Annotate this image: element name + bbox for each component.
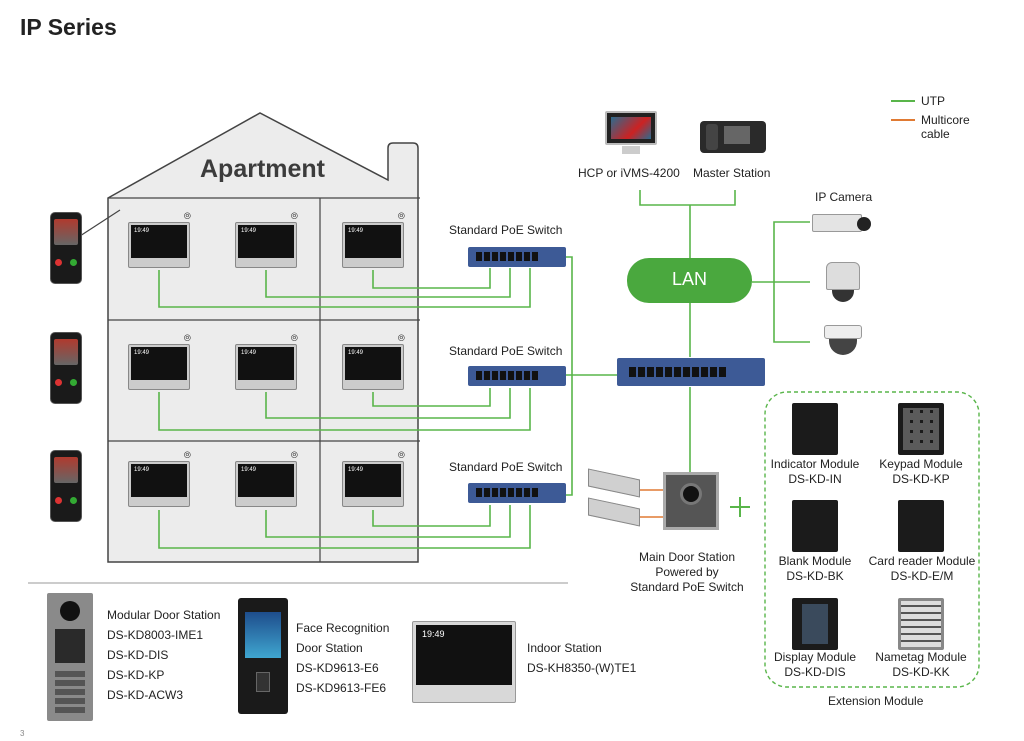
wifi-icon: ⦾ xyxy=(397,450,405,460)
pc-stand xyxy=(622,146,640,154)
ip-camera-label: IP Camera xyxy=(815,190,873,204)
legend-utp-line xyxy=(891,100,915,102)
switch-label-bot: Standard PoE Switch xyxy=(449,460,563,474)
poe-switch-top xyxy=(468,247,566,267)
monitor-screen: 19:49 xyxy=(238,347,294,380)
multicore-wires xyxy=(640,489,663,518)
face-recognition-text: Face Recognition Door Station DS-KD9613-… xyxy=(296,621,390,695)
wifi-icon: ⦾ xyxy=(397,333,405,343)
master-label: Master Station xyxy=(693,166,771,180)
main-door-station-icon xyxy=(663,472,719,530)
smartphone-2 xyxy=(50,332,82,404)
legend-multicore-line xyxy=(891,119,915,121)
legend-utp-label: UTP xyxy=(921,94,945,108)
page-number: 3 xyxy=(20,729,25,738)
indoor-screen: 19:49 xyxy=(416,625,512,685)
modular-door-station-text: Modular Door Station DS-KD8003-IME1 DS-K… xyxy=(107,608,221,702)
wifi-icon: ⦾ xyxy=(183,333,191,343)
poe-switch-bot xyxy=(468,483,566,503)
apartment-label: Apartment xyxy=(200,155,326,183)
indoor-station-text: Indoor Station DS-KH8350-(W)TE1 xyxy=(527,641,637,675)
wifi-icon: ⦾ xyxy=(397,211,405,221)
master-station-icon xyxy=(700,121,766,153)
nametag-module-icon xyxy=(898,598,944,650)
switch-label-mid: Standard PoE Switch xyxy=(449,344,563,358)
monitor-screen: 19:49 xyxy=(345,347,401,380)
display-module-icon xyxy=(792,598,838,650)
utp-wires xyxy=(158,190,810,549)
main-door-label: Main Door Station Powered by Standard Po… xyxy=(630,550,744,594)
indoor-monitor-9: 19:49 ⦾ xyxy=(342,450,405,507)
phone-links xyxy=(79,209,121,237)
indoor-monitor-6: 19:49 ⦾ xyxy=(342,333,405,390)
legend-multicore-label: Multicore cable xyxy=(921,113,970,141)
plus-icon xyxy=(730,497,750,517)
indoor-monitor-3: 19:49 ⦾ xyxy=(342,211,405,268)
face-recognition-station-icon xyxy=(238,598,288,714)
monitor-screen: 19:49 xyxy=(238,464,294,497)
wifi-icon: ⦾ xyxy=(290,450,298,460)
extension-module-label: Extension Module xyxy=(828,694,924,708)
smartphone-1 xyxy=(50,212,82,284)
dome-camera-icon xyxy=(824,325,862,359)
core-switch xyxy=(617,358,765,386)
indoor-monitor-5: 19:49 ⦾ xyxy=(235,333,298,390)
indoor-monitor-2: 19:49 ⦾ xyxy=(235,211,298,268)
monitor-screen: 19:49 xyxy=(131,464,187,497)
hcp-label: HCP or iVMS-4200 xyxy=(578,166,680,180)
card-reader-module-icon xyxy=(898,500,944,552)
blank-module-icon xyxy=(792,500,838,552)
smartphone-3 xyxy=(50,450,82,522)
apartment-grid xyxy=(108,197,420,562)
indoor-monitor-4: 19:49 ⦾ xyxy=(128,333,191,390)
wifi-icon: ⦾ xyxy=(183,211,191,221)
switch-label-top: Standard PoE Switch xyxy=(449,223,563,237)
indoor-monitor-8: 19:49 ⦾ xyxy=(235,450,298,507)
wifi-icon: ⦾ xyxy=(183,450,191,460)
bullet-camera-icon xyxy=(812,214,871,232)
monitor-screen: 19:49 xyxy=(345,464,401,497)
poe-switch-mid xyxy=(468,366,566,386)
pc-monitor-icon xyxy=(605,111,657,145)
page-title: IP Series xyxy=(20,14,117,40)
lan-label: LAN xyxy=(671,269,707,289)
wifi-icon: ⦾ xyxy=(290,211,298,221)
ptz-camera-icon xyxy=(826,262,860,302)
indoor-monitor-7: 19:49 ⦾ xyxy=(128,450,191,507)
modular-door-station-icon xyxy=(47,593,93,721)
lan-cloud xyxy=(627,258,752,303)
indoor-monitor-1: 19:49 ⦾ xyxy=(128,211,191,268)
extension-box xyxy=(764,391,980,688)
monitor-screen: 19:49 xyxy=(131,347,187,380)
monitor-screen: 19:49 xyxy=(345,225,401,258)
monitor-screen: 19:49 xyxy=(131,225,187,258)
monitor-screen: 19:49 xyxy=(238,225,294,258)
wifi-icon: ⦾ xyxy=(290,333,298,343)
keypad-module-icon xyxy=(898,403,944,455)
indoor-station-icon: 19:49 xyxy=(412,621,516,703)
indicator-module-icon xyxy=(792,403,838,455)
